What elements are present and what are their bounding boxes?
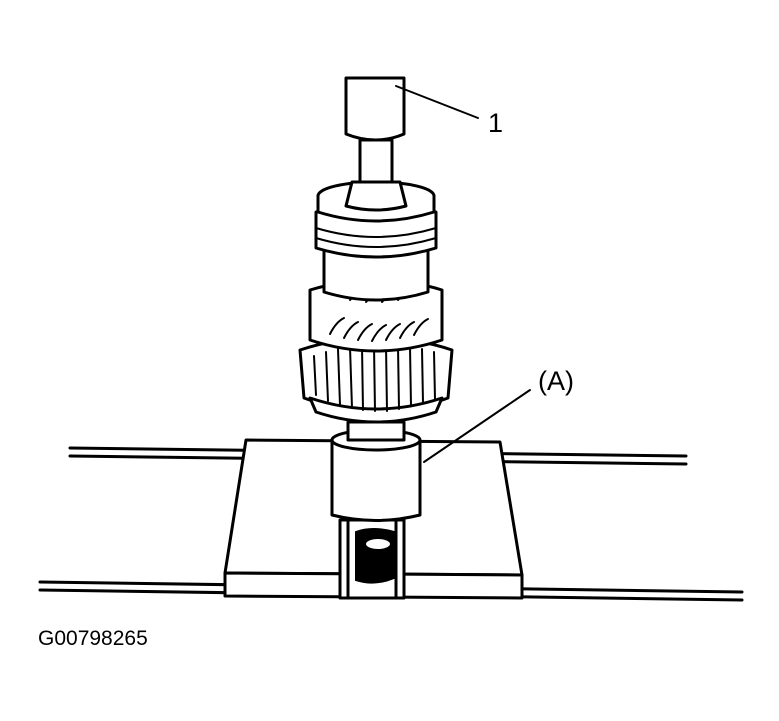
gear-large [298, 336, 454, 424]
leader-lines [395, 85, 531, 463]
shaft-end [355, 528, 395, 584]
press-ram [344, 76, 408, 212]
callout-1-label: 1 [488, 108, 503, 138]
tool-a [330, 420, 422, 522]
figure-id-label: G00798265 [38, 627, 148, 650]
callout-a-label: (A) [538, 366, 574, 396]
